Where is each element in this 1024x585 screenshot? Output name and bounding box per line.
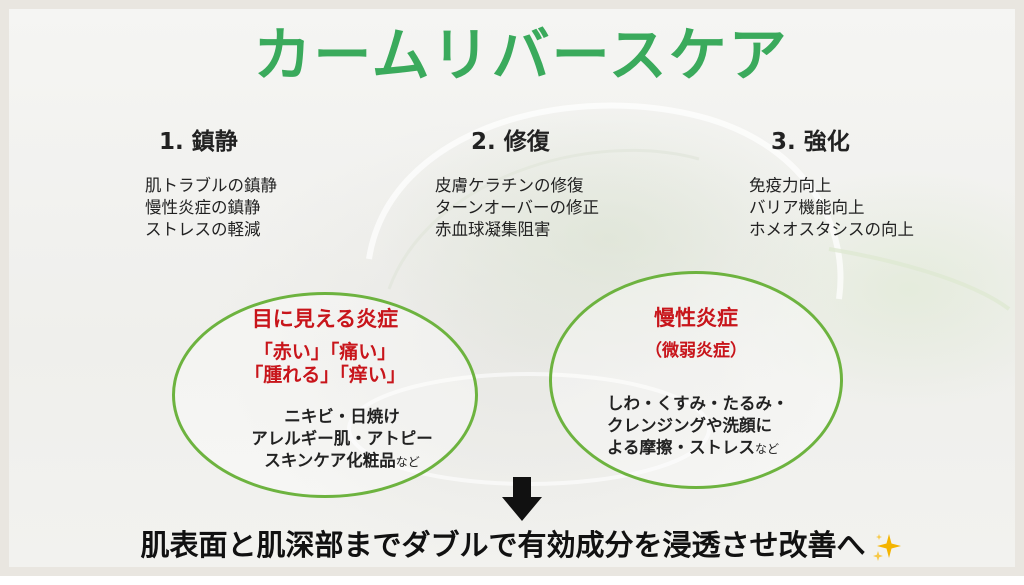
list-item: クレンジングや洗顔に: [607, 416, 772, 435]
conclusion-label: 肌表面と肌深部までダブルで有効成分を浸透させ改善へ: [140, 528, 866, 562]
list-item: ストレスの軽減: [145, 220, 261, 239]
list-item: アレルギー肌・アトピー: [251, 429, 433, 448]
column-heading: 3. 強化: [771, 129, 850, 155]
example-text: スキンケア化粧品: [264, 451, 396, 470]
conclusion-text: 肌表面と肌深部までダブルで有効成分を浸透させ改善へ: [9, 525, 1024, 565]
list-item: 免疫力向上: [749, 176, 832, 195]
list-item: しわ・くすみ・たるみ・: [607, 394, 789, 413]
visible-inflammation-examples: ニキビ・日焼け アレルギー肌・アトピー スキンケア化粧品など: [237, 406, 447, 473]
cause-text: よる摩擦・ストレス: [607, 438, 756, 457]
page-title: カームリバースケア: [253, 21, 789, 89]
visible-inflammation-symptoms-1: 「赤い」「痛い」: [253, 341, 397, 363]
list-item: 肌トラブルの鎮静: [145, 176, 277, 195]
column-heading: 1. 鎮静: [159, 129, 238, 155]
sparkle-icon: [872, 534, 901, 561]
suffix-text: など: [395, 455, 420, 469]
column-repair: 2. 修復: [471, 127, 550, 157]
chronic-inflammation-ellipse: [549, 271, 843, 489]
list-item: ホメオスタシスの向上: [749, 220, 914, 239]
list-item: バリア機能向上: [749, 198, 865, 217]
list-item: 慢性炎症の鎮静: [145, 198, 261, 217]
list-item: ニキビ・日焼け: [284, 407, 400, 426]
visible-inflammation-heading: 目に見える炎症: [251, 307, 399, 331]
column-soothing: 1. 鎮静: [159, 127, 238, 157]
list-item: よる摩擦・ストレスなど: [607, 437, 789, 460]
suffix-text: など: [755, 442, 780, 456]
column-heading: 2. 修復: [471, 129, 550, 155]
down-arrow-icon: [502, 477, 542, 521]
chronic-inflammation-causes: しわ・くすみ・たるみ・ クレンジングや洗顔に よる摩擦・ストレスなど: [607, 393, 789, 460]
list-item: ターンオーバーの修正: [435, 198, 600, 217]
list-item: スキンケア化粧品など: [237, 450, 447, 473]
visible-inflammation-symptoms-2: 「腫れる」「痒い」: [244, 364, 406, 386]
visible-inflammation-ellipse: [172, 292, 478, 498]
list-item: 皮膚ケラチンの修復: [435, 176, 584, 195]
chronic-inflammation-heading: 慢性炎症: [654, 306, 738, 330]
list-item: 赤血球凝集阻害: [435, 220, 551, 239]
column-strengthen: 3. 強化: [771, 127, 850, 157]
chronic-inflammation-subheading: （微弱炎症）: [645, 341, 747, 361]
